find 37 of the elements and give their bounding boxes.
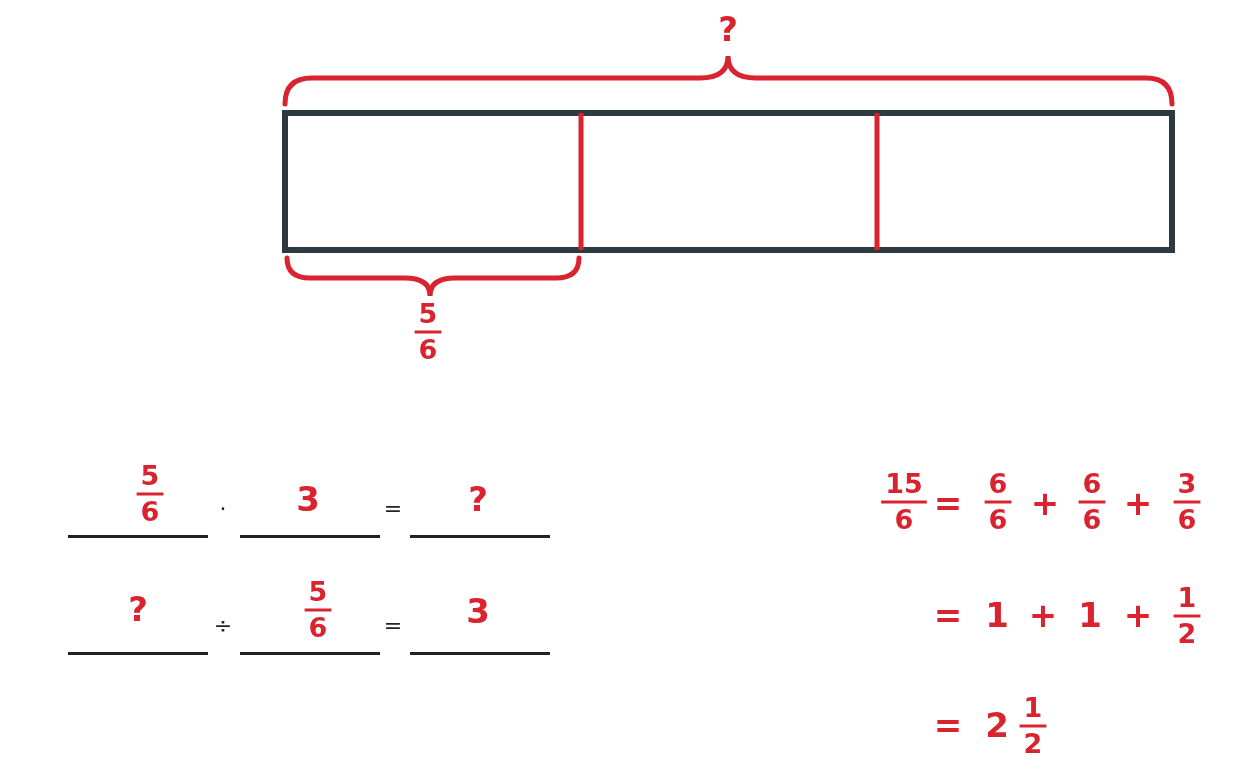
denominator-text: 6 (140, 498, 160, 525)
answer-text: ? (468, 482, 488, 516)
operator-symbol: · (219, 498, 227, 520)
operator-symbol: ÷ (213, 615, 233, 637)
numerator-text: 6 (988, 470, 1008, 497)
numerator-text: 5 (140, 462, 160, 489)
denominator-text: 6 (418, 336, 438, 363)
numerator-text: 1 (1023, 694, 1043, 721)
answer-text: = (933, 598, 963, 632)
answer-text: 3 (296, 482, 320, 516)
denominator-text: 6 (308, 614, 328, 641)
answer-text: ? (128, 592, 148, 626)
answer-text: = (933, 486, 963, 520)
numerator-text: 6 (1082, 470, 1102, 497)
denominator-text: 6 (894, 506, 914, 533)
answer-text: 1 (1078, 598, 1102, 632)
answer-text: + (1028, 598, 1058, 632)
operator-symbol: = (383, 615, 403, 637)
numerator-text: 5 (308, 578, 328, 605)
numerator-text: 3 (1177, 470, 1197, 497)
denominator-text: 2 (1023, 730, 1043, 757)
denominator-text: 6 (1177, 506, 1197, 533)
answer-text: = (933, 708, 963, 742)
answer-text: + (1030, 486, 1060, 520)
answer-text: ? (718, 12, 738, 46)
numerator-text: 5 (418, 300, 438, 327)
answer-text: + (1123, 598, 1153, 632)
numerator-text: 1 (1177, 584, 1197, 611)
answer-text: + (1123, 486, 1153, 520)
answer-text: 3 (466, 594, 490, 628)
numerator-text: 15 (885, 470, 923, 497)
answer-text: 1 (985, 598, 1009, 632)
denominator-text: 6 (1082, 506, 1102, 533)
answer-text: 2 (985, 708, 1009, 742)
denominator-text: 6 (988, 506, 1008, 533)
operator-symbol: = (383, 498, 403, 520)
denominator-text: 2 (1177, 620, 1197, 647)
